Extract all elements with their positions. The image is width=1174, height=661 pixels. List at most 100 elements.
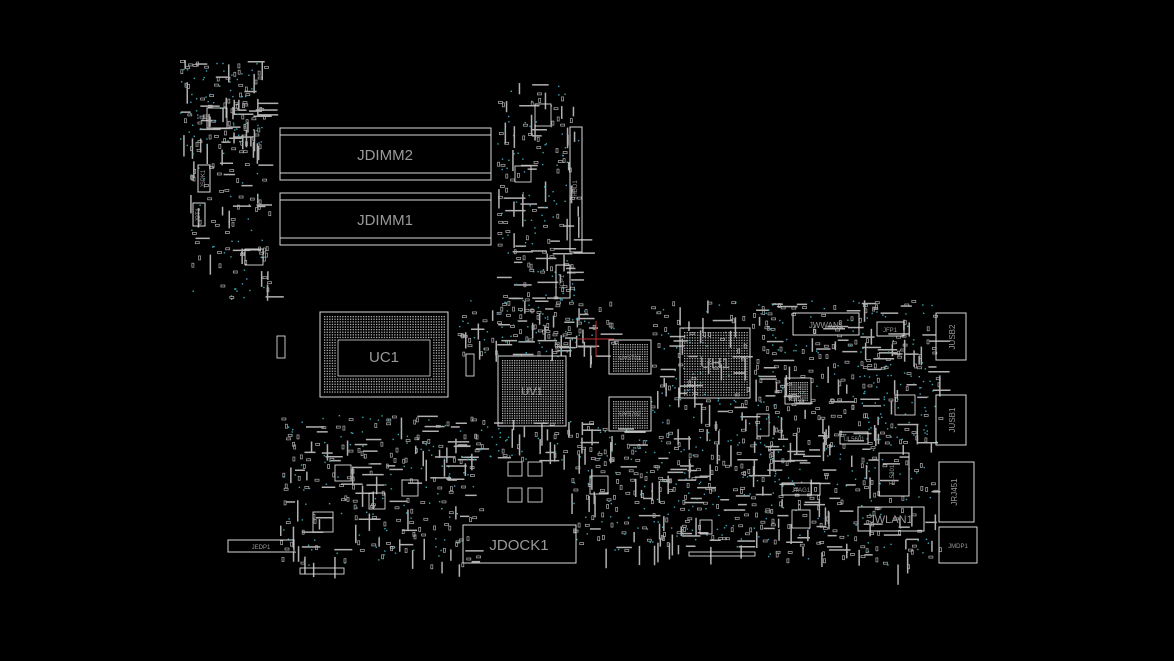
jusb1-connector[interactable] [935,394,967,446]
via-dot [532,271,535,273]
bga-ball [425,329,427,331]
bga-ball [344,386,347,388]
bga-ball [702,363,704,365]
bga-ball [538,396,540,398]
jdock1-connector[interactable] [462,524,577,564]
smd-pad [587,426,590,431]
jusb2-connector[interactable] [935,312,967,361]
via-dot [635,450,637,452]
uv1-gpu[interactable] [497,355,567,427]
bga-ball [550,420,552,422]
jfp1-connector[interactable] [876,321,905,337]
bga-ball [625,344,627,346]
bga-ball [707,381,709,383]
bga-ball [615,403,617,405]
trace-pad [918,356,920,365]
bga-ball [506,379,509,381]
uv3701-vram[interactable] [608,339,652,375]
smd-pad [797,499,801,505]
bga-ball [629,415,632,417]
smd-pad [908,548,913,552]
jrj451-connector[interactable] [938,461,975,523]
jdimm2-slot[interactable] [279,127,492,181]
uc1-cpu[interactable] [319,311,449,398]
smd-pad [600,470,606,474]
bga-ball [383,321,386,323]
smd-pad [567,429,571,435]
via-dot [852,395,854,398]
jcp1-connector[interactable] [555,264,571,299]
via-dot [652,409,654,412]
bga-ball [331,388,334,391]
jedp1-connector[interactable] [227,539,295,553]
bga-ball [637,368,639,370]
via-dot [505,341,507,343]
bga-ball [502,415,504,417]
jdimm1-slot[interactable] [279,192,492,246]
smd-pad [761,306,765,311]
trace-pad [578,216,580,238]
bga-ball [509,400,511,403]
bga-ball [620,415,622,417]
smd-pad [255,207,258,212]
jtag1-connector[interactable] [781,482,821,496]
bga-ball [557,374,559,376]
jhdd1-connector[interactable] [569,126,583,253]
trace-pad [657,542,659,563]
bga-ball [728,394,730,396]
jspk1-connector[interactable] [197,164,211,193]
bga-ball [613,427,615,429]
smd-pad [249,197,255,201]
bga-ball [376,336,378,339]
bga-ball [350,321,352,323]
via-dot [545,294,547,296]
bga-ball [331,342,334,344]
bga-ball [381,386,383,388]
bga-ball [545,367,547,369]
via-dot [406,512,408,514]
tl5301-transformer[interactable] [878,452,910,497]
bga-ball [530,364,533,367]
bga-ball [514,398,516,400]
bga-ball [412,316,414,318]
bga-ball [386,388,388,391]
bga-ball [557,379,559,381]
trace-pad [455,422,467,424]
bga-ball [800,384,802,386]
via-dot [256,172,259,175]
bga-ball [383,326,386,328]
via-dot [542,163,544,166]
trace-pad [667,475,669,495]
bga-ball [430,321,432,323]
trace-pad [861,302,876,305]
jwwan1-connector[interactable] [792,312,860,336]
jbt1-connector[interactable] [192,202,206,227]
bga-ball [554,362,557,364]
via-dot [558,94,560,96]
jmdp1-connector[interactable] [938,526,978,564]
bga-ball [550,410,552,412]
bga-ball [715,394,717,396]
bga-ball [540,376,542,379]
uv3702-vram[interactable] [608,396,652,432]
trace-pad [504,122,507,144]
trace-pad [513,126,516,148]
bga-ball [552,384,554,386]
bga-ball [514,384,516,386]
bga-ball [383,316,386,318]
bga-ball [699,381,701,383]
trace-pad [846,310,861,312]
bga-ball [646,420,648,422]
via-dot [925,425,927,427]
smd-pad [404,548,408,553]
via-dot [535,331,537,334]
jmdp1-label: JMDP1 [948,544,968,550]
bga-ball [741,376,743,378]
uh1-pch[interactable] [679,327,751,399]
via-dot [524,121,526,124]
jwlan1-connector[interactable] [857,506,925,532]
bga-ball [412,334,414,336]
bga-ball [435,342,438,344]
ul5601-chip[interactable] [839,431,869,445]
